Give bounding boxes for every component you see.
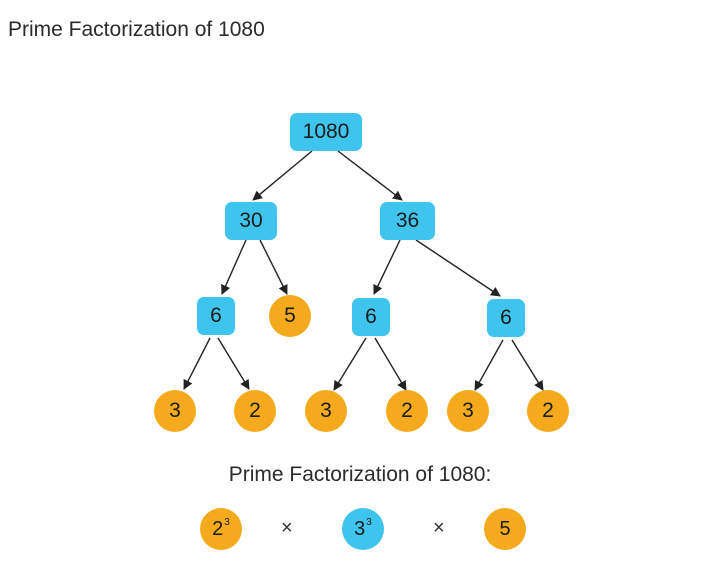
node-composite: 30 [225,202,277,240]
edge [252,150,313,201]
edge [259,239,288,295]
node-prime: 2 [527,390,569,432]
edge [217,337,250,390]
node-root: 1080 [290,113,362,151]
node-prime: 2 [234,390,276,432]
edge [333,337,367,391]
edge [183,337,211,390]
node-prime: 3 [154,390,196,432]
factor-exponent: 3 [224,516,230,528]
factor-base: 5 [499,517,511,540]
factor-base: 3 [354,517,366,540]
page-title: Prime Factorization of 1080 [8,18,265,41]
node-prime: 5 [269,295,311,337]
result-title: Prime Factorization of 1080: [228,463,492,486]
edge [221,239,247,295]
result-factor: 5 [484,508,526,550]
edge [337,150,403,201]
node-composite: 6 [487,299,525,337]
node-prime: 3 [447,390,489,432]
edge [511,339,544,391]
edge [373,239,401,295]
node-composite: 6 [352,298,390,336]
edge [474,339,504,391]
factor-exponent: 3 [366,516,372,528]
node-composite: 36 [380,202,435,240]
edge [415,239,501,297]
edge [374,337,407,391]
node-prime: 2 [386,390,428,432]
factor-base: 2 [212,517,224,540]
multiply-sign: × [281,517,293,539]
multiply-sign: × [433,517,445,539]
node-prime: 3 [305,390,347,432]
node-composite: 6 [197,297,235,335]
